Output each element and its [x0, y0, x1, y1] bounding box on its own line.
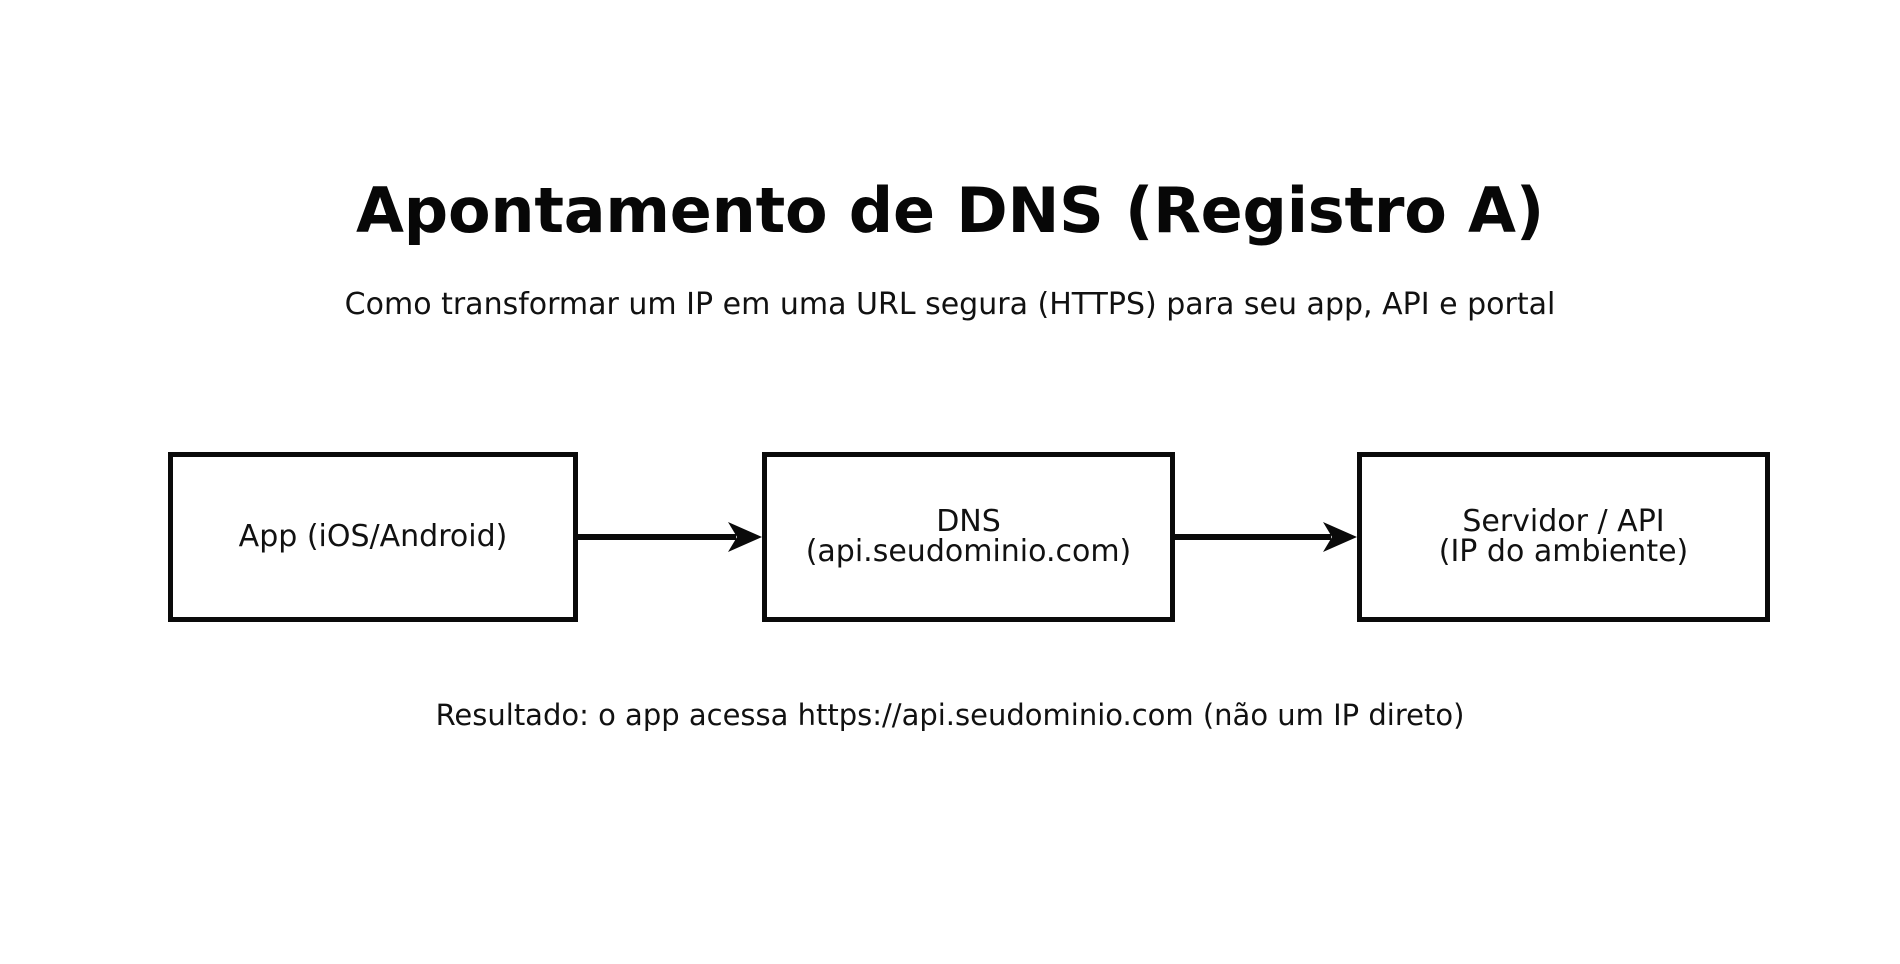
flow-node-app: App (iOS/Android) — [168, 452, 578, 622]
flow-node-dns: DNS (api.seudominio.com) — [762, 452, 1175, 622]
flow-row: App (iOS/Android) DNS (api.seudominio.co… — [0, 452, 1900, 624]
result-caption: Resultado: o app acessa https://api.seud… — [435, 698, 1465, 732]
flow-node-dns-label: DNS (api.seudominio.com) — [805, 504, 1132, 569]
flow-node-server-label: Servidor / API (IP do ambiente) — [1438, 504, 1689, 569]
flow-node-server: Servidor / API (IP do ambiente) — [1357, 452, 1770, 622]
page-subtitle: Como transformar um IP em uma URL segura… — [344, 287, 1556, 322]
flow-arrow-app-to-dns — [578, 522, 762, 552]
flow-arrow-dns-to-server — [1175, 522, 1357, 552]
flow-node-app-label: App (iOS/Android) — [238, 519, 508, 554]
page-title: Apontamento de DNS (Registro A) — [356, 174, 1544, 247]
